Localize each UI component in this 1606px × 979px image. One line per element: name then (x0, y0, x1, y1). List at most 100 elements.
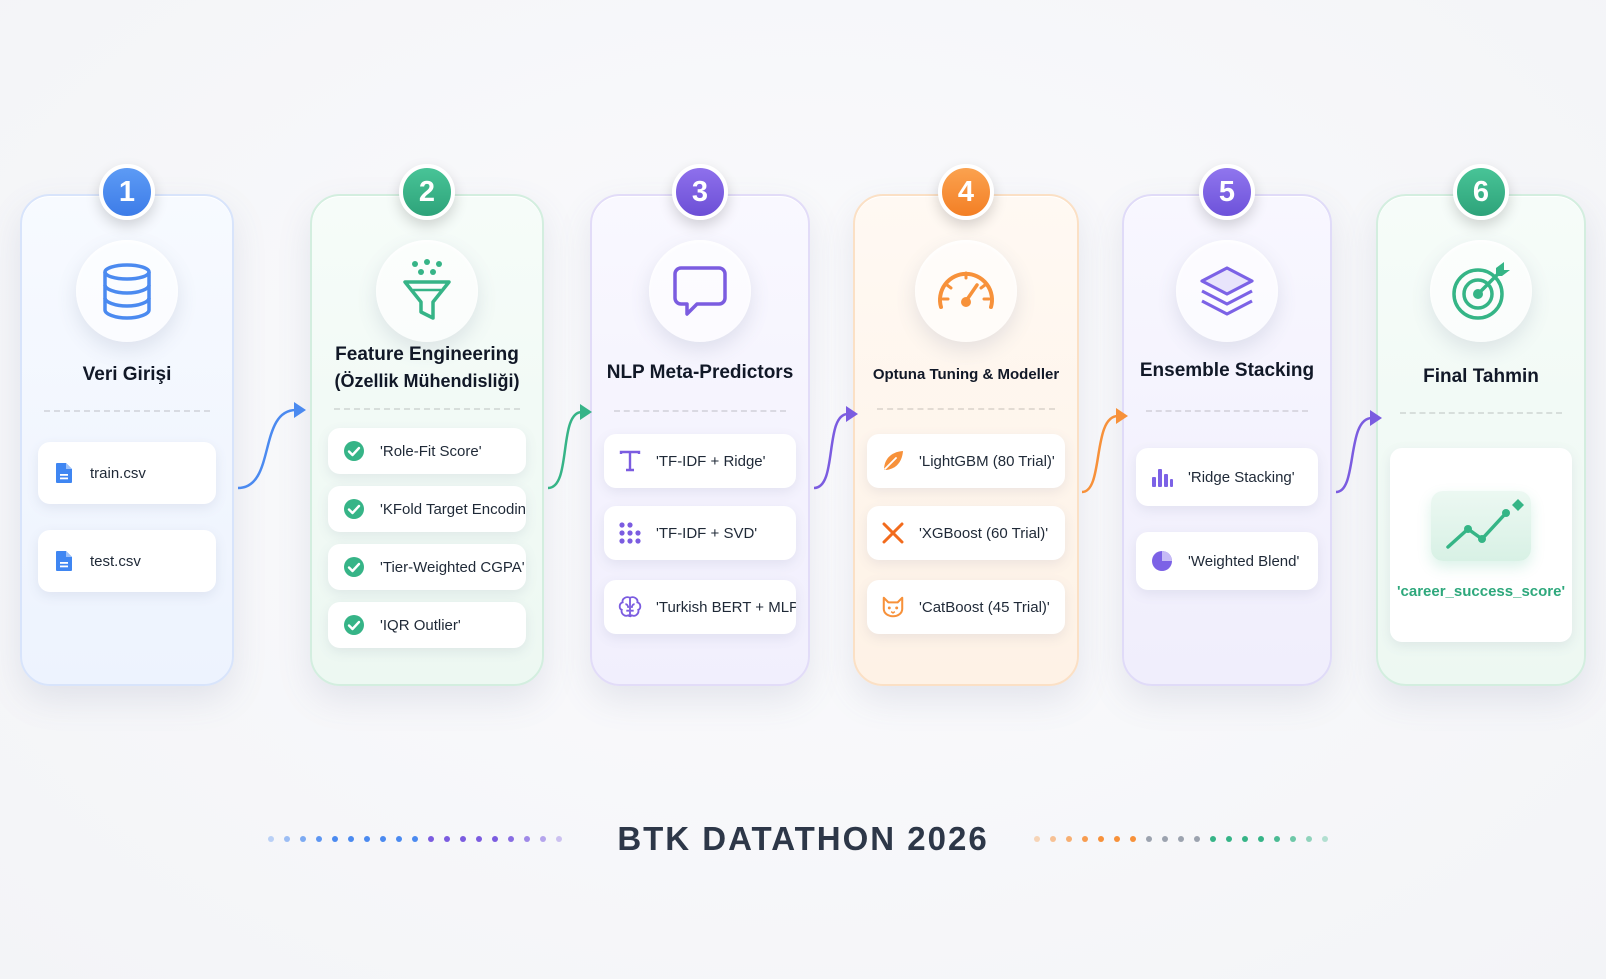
ensemble-label: 'Ridge Stacking' (1188, 468, 1295, 486)
stage-card-final: 6 Final Tahmin 'career_success_score' (1376, 164, 1586, 686)
divider (334, 408, 520, 410)
footer-dot (1082, 836, 1088, 842)
connector-arrow-5-6 (1335, 410, 1382, 494)
file-icon (52, 549, 76, 573)
nlp-item-tfidf-svd[interactable]: 'TF-IDF + SVD' (604, 506, 796, 560)
final-result-box[interactable]: 'career_success_score' (1390, 448, 1572, 642)
stage-card-nlp: 3 NLP Meta-Predictors 'TF-IDF + Ridge' '… (590, 164, 810, 686)
stage-title: Ensemble Stacking (1139, 360, 1315, 381)
final-output-label: 'career_success_score' (1396, 582, 1566, 600)
footer-dot (1274, 836, 1280, 842)
leaf-icon (881, 449, 905, 473)
funnel-icon (403, 259, 451, 320)
feature-item-role-fit[interactable]: 'Role-Fit Score' (328, 428, 526, 474)
footer-dot (364, 836, 370, 842)
check-icon (342, 613, 366, 637)
stage-card-ensemble: 5 Ensemble Stacking 'Ridge Stacking' 'We… (1122, 164, 1332, 686)
check-icon (342, 497, 366, 521)
chat-bubble-icon (673, 266, 727, 316)
footer-dot (1098, 836, 1104, 842)
layers-icon-circle (1176, 240, 1278, 342)
divider (1400, 412, 1562, 414)
layers-icon (1200, 266, 1254, 316)
stage-title: Optuna Tuning & Modeller (872, 366, 1060, 383)
step-badge: 4 (938, 164, 994, 220)
footer-dot (1050, 836, 1056, 842)
step-badge: 1 (99, 164, 155, 220)
feature-item-iqr[interactable]: 'IQR Outlier' (328, 602, 526, 648)
model-item-lightgbm[interactable]: 'LightGBM (80 Trial)' (867, 434, 1065, 488)
footer-dot (1290, 836, 1296, 842)
target-icon (1452, 262, 1510, 320)
footer-dots-right (1034, 836, 1334, 842)
footer-dot (1146, 836, 1152, 842)
check-icon (342, 555, 366, 579)
model-item-catboost[interactable]: 'CatBoost (45 Trial)' (867, 580, 1065, 634)
nlp-label: 'TF-IDF + SVD' (656, 524, 758, 542)
model-item-xgboost[interactable]: 'XGBoost (60 Trial)' (867, 506, 1065, 560)
footer-dot (1194, 836, 1200, 842)
footer-dot (1242, 836, 1248, 842)
target-icon-circle (1430, 240, 1532, 342)
footer-dot (332, 836, 338, 842)
footer-dot (1162, 836, 1168, 842)
footer-dot (428, 836, 434, 842)
feature-item-kfold[interactable]: 'KFold Target Encoding' (328, 486, 526, 532)
trend-up-icon (1431, 490, 1531, 561)
nlp-item-tfidf-ridge[interactable]: 'TF-IDF + Ridge' (604, 434, 796, 488)
feature-item-cgpa[interactable]: 'Tier-Weighted CGPA' (328, 544, 526, 590)
ensemble-item-ridge-stacking[interactable]: 'Ridge Stacking' (1136, 448, 1318, 506)
x-icon (881, 521, 905, 545)
ensemble-item-weighted-blend[interactable]: 'Weighted Blend' (1136, 532, 1318, 590)
chat-icon-circle (649, 240, 751, 342)
ensemble-label: 'Weighted Blend' (1188, 552, 1300, 570)
footer-dot (1322, 836, 1328, 842)
step-badge: 2 (399, 164, 455, 220)
input-file-train[interactable]: train.csv (38, 442, 216, 504)
stage-title-line2: (Özellik Mühendisliği) (334, 371, 520, 391)
divider (877, 408, 1055, 410)
gauge-icon-circle (915, 240, 1017, 342)
funnel-icon-circle (376, 240, 478, 342)
footer-dot (348, 836, 354, 842)
divider (1146, 410, 1308, 412)
footer-dot (524, 836, 530, 842)
footer-dot (316, 836, 322, 842)
footer-dot (1130, 836, 1136, 842)
nlp-label: 'TF-IDF + Ridge' (656, 452, 766, 470)
input-file-test[interactable]: test.csv (38, 530, 216, 592)
stage-card-optuna: 4 Optuna Tuning & Modeller 'LightGBM (80… (853, 164, 1079, 686)
connector-arrow-1-2 (237, 402, 306, 490)
step-badge: 6 (1453, 164, 1509, 220)
footer-dots-left (268, 836, 568, 842)
footer-dot (492, 836, 498, 842)
footer-dot (1114, 836, 1120, 842)
nlp-item-bert[interactable]: 'Turkish BERT + MLP' (604, 580, 796, 634)
text-icon (618, 449, 642, 473)
stage-title: NLP Meta-Predictors (606, 362, 794, 383)
footer-dot (540, 836, 546, 842)
stage-title-line1: Feature Engineering (335, 344, 519, 365)
file-name: test.csv (90, 552, 141, 570)
step-badge: 3 (672, 164, 728, 220)
stage-card-feature-engineering: 2 Feature Engineering (Özellik Mühendisl… (310, 164, 544, 686)
footer-dot (1210, 836, 1216, 842)
footer-dot (396, 836, 402, 842)
model-label: 'XGBoost (60 Trial)' (919, 524, 1049, 542)
feature-label: 'Tier-Weighted CGPA' (380, 558, 525, 576)
footer-dot (1258, 836, 1264, 842)
divider (614, 410, 786, 412)
footer-dot (460, 836, 466, 842)
divider (44, 410, 210, 412)
footer-dot (300, 836, 306, 842)
gauge-icon (938, 271, 994, 309)
connector-arrow-3-4 (813, 406, 858, 490)
bar-chart-icon (1150, 465, 1174, 489)
pie-chart-icon (1150, 549, 1174, 573)
footer-dot (284, 836, 290, 842)
footer-dot (268, 836, 274, 842)
footer-dot (1034, 836, 1040, 842)
model-label: 'CatBoost (45 Trial)' (919, 598, 1050, 616)
connector-arrow-2-3 (547, 404, 592, 490)
feature-label: 'Role-Fit Score' (380, 442, 482, 460)
